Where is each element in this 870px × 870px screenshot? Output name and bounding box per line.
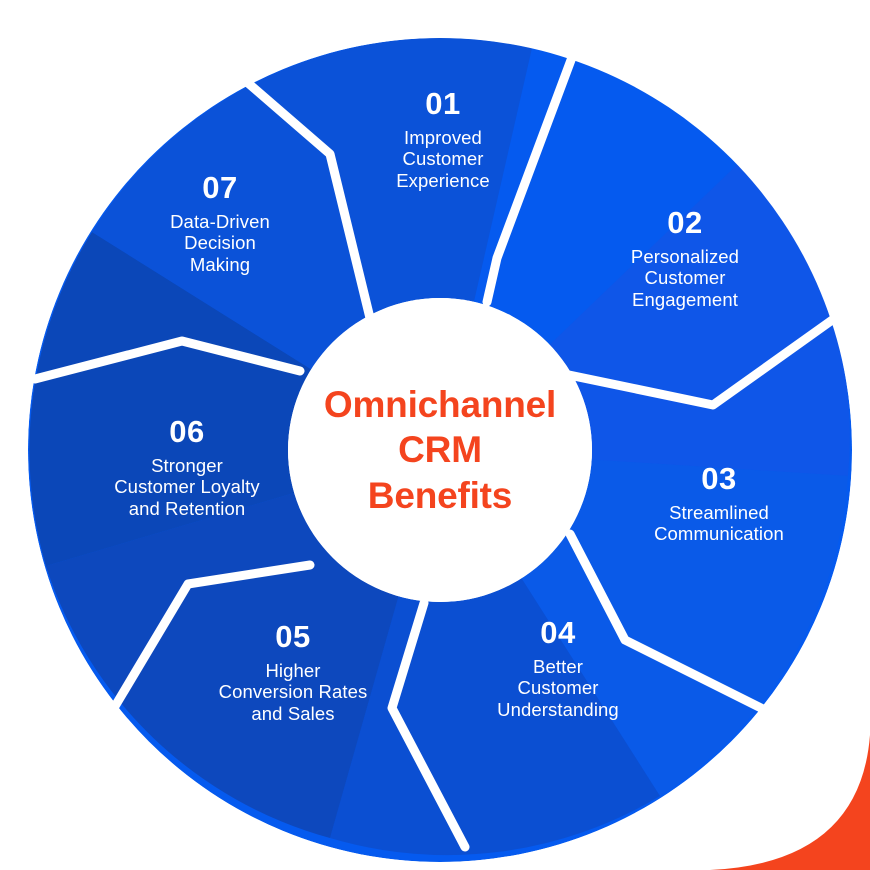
center-title-line-3: Benefits — [367, 474, 513, 516]
segment-text-06-line-2: Customer Loyalty — [114, 476, 260, 498]
segment-number-05: 05 — [275, 619, 311, 654]
segment-text-01-line-1: Improved — [404, 126, 482, 148]
segment-text-05-line-3: and Sales — [251, 702, 335, 724]
divider-03-04 — [565, 529, 782, 721]
center-title-line-2: CRM — [398, 429, 482, 471]
segment-text-03-line-1: Streamlined — [669, 501, 769, 523]
segment-label-03: 03 Streamlined Communication — [612, 461, 826, 545]
divider-02-03 — [564, 313, 840, 410]
center-title-line-1: Omnichannel — [323, 384, 557, 426]
center-title: Omnichannel CRM Benefits — [312, 382, 568, 517]
divider-07-01 — [191, 33, 375, 323]
corner-accent-shape — [710, 735, 870, 870]
divider-06-07 — [30, 336, 305, 384]
segment-number-07: 07 — [202, 170, 238, 205]
segment-text-06-line-1: Stronger — [151, 454, 223, 476]
segment-label-07: 07 Data-Driven Decision Making — [112, 170, 328, 275]
corner-accent — [710, 735, 870, 870]
divider-04-05 — [387, 598, 470, 852]
segment-label-04: 04 Better Customer Understanding — [452, 615, 664, 720]
segment-number-06: 06 — [169, 414, 205, 449]
divider-05-06 — [103, 560, 315, 723]
segment-text-05-line-2: Conversion Rates — [218, 681, 368, 703]
segment-number-03: 03 — [701, 461, 737, 496]
segment-label-01: 01 Improved Customer Experience — [337, 86, 549, 191]
segment-text-04-line-2: Customer — [517, 677, 599, 699]
segment-text-06-line-3: and Retention — [128, 497, 246, 519]
segment-text-07-line-1: Data-Driven — [170, 210, 270, 232]
wheel-segment-06-fill[interactable] — [29, 232, 440, 566]
center-hub: Omnichannel CRM Benefits — [288, 298, 592, 602]
segment-number-04: 04 — [540, 615, 576, 650]
segment-number-02: 02 — [667, 205, 703, 240]
segment-text-05-line-1: Higher — [265, 659, 321, 681]
segment-text-01-line-2: Customer — [402, 148, 484, 170]
segment-label-06: 06 Stronger Customer Loyalty and Retenti… — [62, 414, 312, 519]
segment-text-04-line-3: Understanding — [497, 698, 619, 720]
segment-label-02: 02 Personalized Customer Engagement — [575, 205, 795, 310]
segment-label-05: 05 Higher Conversion Rates and Sales — [168, 619, 418, 724]
segment-text-03-line-2: Communication — [654, 523, 784, 545]
segment-text-04-line-1: Better — [533, 655, 583, 677]
segment-text-02-line-3: Engagement — [632, 288, 738, 310]
divider-01-02 — [482, 47, 579, 307]
segment-text-01-line-3: Experience — [396, 169, 490, 191]
segment-text-07-line-2: Decision — [184, 232, 256, 254]
segment-dividers — [30, 33, 840, 852]
segment-text-02-line-2: Customer — [644, 267, 726, 289]
segment-text-02-line-1: Personalized — [630, 245, 740, 267]
segment-text-07-line-3: Making — [189, 253, 251, 275]
segment-number-01: 01 — [425, 86, 461, 121]
